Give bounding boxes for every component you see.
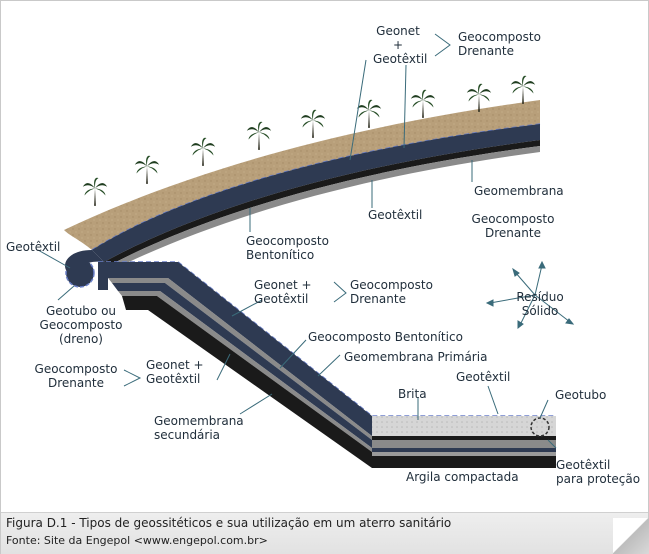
gravel-layer (372, 416, 556, 436)
top-soil-layer (64, 100, 540, 250)
label-geocomposto-drenante-right: Geocomposto Drenante (471, 212, 555, 240)
base-h-gray-1 (372, 440, 556, 448)
palm-tree-icon (510, 75, 536, 104)
palm-tree-icon (190, 137, 216, 166)
label-geocomposto-drenante-left: Geocomposto Drenante (34, 362, 118, 390)
base-h-gray-2 (372, 452, 556, 456)
label-geonet-geotextil-left: Geonet + Geotêxtil (146, 358, 204, 386)
palm-tree-icon (82, 177, 108, 206)
top-geonet-layer (92, 124, 540, 262)
label-residuo-solido: Resíduo Sólido (516, 290, 564, 318)
palm-tree-icon (246, 121, 272, 150)
label-argila-compactada: Argila compactada (406, 470, 519, 484)
palm-tree-icon (300, 109, 326, 138)
base-h-black (372, 456, 556, 468)
label-brita: Brita (398, 387, 427, 401)
left-curve-layer (65, 250, 104, 276)
palm-tree-icon (410, 89, 436, 118)
base-h-dark-2 (372, 448, 556, 452)
figure-source: Fonte: Site da Engepol <www.engepol.com.… (6, 534, 268, 547)
residue-arrows-icon (485, 260, 575, 330)
page-curl-decoration (613, 518, 649, 554)
base-h-dark-1 (372, 436, 556, 440)
label-geocomposto-bentonitico-top: Geocomposto Bentonítico (246, 234, 329, 262)
palm-tree-icon (134, 155, 160, 184)
label-geotextil-left: Geotêxtil (6, 240, 61, 254)
label-geotextil-bottom: Geotêxtil (456, 370, 511, 384)
label-geonet-geotextil-top: Geonet + Geotêxtil (373, 24, 428, 66)
palm-tree-icon (466, 83, 492, 112)
label-geomembrana-secundaria: Geomembrana secundária (154, 414, 244, 442)
label-geomembrana: Geomembrana (474, 184, 564, 198)
palm-tree-icon (356, 99, 382, 128)
label-geotubo-ou-geocomposto: Geotubo ou Geocomposto (dreno) (39, 304, 123, 346)
landfill-diagram (37, 33, 575, 468)
label-geonet-geotextil-mid: Geonet + Geotêxtil (254, 278, 312, 306)
caption-bar (1, 512, 648, 554)
leader-lines (37, 33, 557, 449)
label-geocomposto-drenante-top: Geocomposto Drenante (458, 30, 541, 58)
label-geotextil-protecao: Geotêxtil para proteção (556, 458, 641, 486)
label-geocomposto-drenante-mid: Geocomposto Drenante (350, 278, 433, 306)
label-geocomposto-bentonitico-mid: Geocomposto Bentonítico (308, 330, 463, 344)
figure-caption: Figura D.1 - Tipos de geossitéticos e su… (6, 516, 452, 530)
label-geomembrana-primaria: Geomembrana Primária (344, 350, 488, 364)
label-geotextil-mid: Geotêxtil (368, 208, 423, 222)
label-geotubo: Geotubo (555, 388, 607, 402)
